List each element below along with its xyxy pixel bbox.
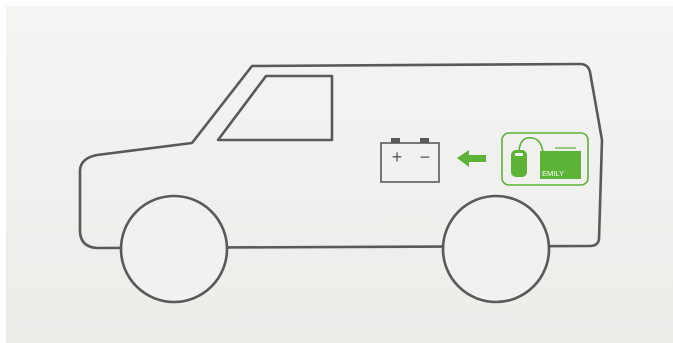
charger-body bbox=[540, 151, 581, 179]
battery-plus-sign: + bbox=[392, 147, 403, 167]
front-wheel bbox=[119, 194, 229, 304]
car-battery-icon: + − bbox=[380, 138, 440, 183]
van-charging-diagram: + − EMILY bbox=[78, 62, 604, 304]
diagram-canvas: + − EMILY bbox=[6, 6, 673, 343]
rear-wheel bbox=[441, 194, 551, 304]
charger-label: EMILY bbox=[542, 169, 564, 178]
arrow-left-icon bbox=[457, 150, 486, 167]
battery-minus-sign: − bbox=[420, 147, 431, 167]
battery-charger-icon: EMILY bbox=[501, 132, 589, 186]
van-body-outline bbox=[78, 62, 604, 250]
charger-clamp bbox=[511, 150, 527, 177]
van-window bbox=[216, 74, 334, 142]
charger-frame bbox=[501, 132, 589, 186]
charger-cable bbox=[518, 136, 544, 153]
